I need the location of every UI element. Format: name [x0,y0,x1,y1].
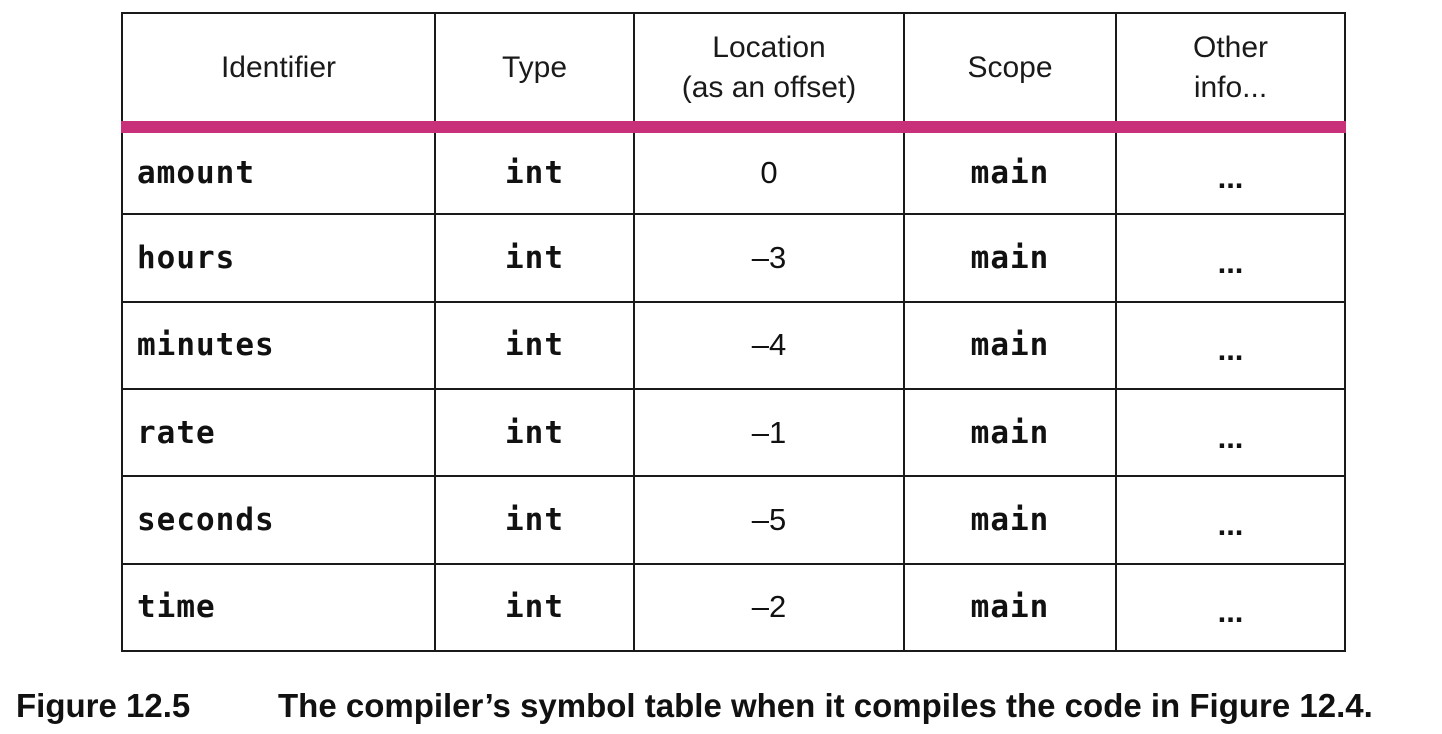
symbol-table: Identifier Type Location (as an offset) … [121,12,1346,653]
location-cell: 0 [633,125,905,216]
type-cell: int [434,300,635,390]
header-scope: Scope [903,12,1117,133]
table-row: time int –2 main ... [121,562,1346,653]
header-type: Type [434,12,635,133]
identifier-cell: rate [121,387,436,478]
scope-cell: main [903,562,1117,653]
scope-cell: main [903,387,1117,478]
other-info-cell: ... [1115,475,1346,565]
identifier-cell: minutes [121,300,436,390]
table-row: amount int 0 main ... [121,125,1346,216]
scope-cell: main [903,213,1117,303]
scope-cell: main [903,475,1117,565]
type-cell: int [434,562,635,653]
identifier-cell: time [121,562,436,653]
figure-caption: Figure 12.5 The compiler’s symbol table w… [16,684,1426,728]
table-row: rate int –1 main ... [121,387,1346,478]
type-cell: int [434,475,635,565]
header-location: Location (as an offset) [633,12,905,133]
location-cell: –4 [633,300,905,390]
identifier-cell: amount [121,125,436,216]
location-cell: –3 [633,213,905,303]
scope-cell: main [903,125,1117,216]
type-cell: int [434,387,635,478]
type-cell: int [434,125,635,216]
location-cell: –5 [633,475,905,565]
symbol-table-container: Identifier Type Location (as an offset) … [121,12,1346,653]
figure-label: Figure 12.5 [16,687,191,724]
identifier-cell: hours [121,213,436,303]
figure-caption-text: The compiler’s symbol table when it comp… [278,687,1373,724]
header-identifier: Identifier [121,12,436,133]
other-info-cell: ... [1115,387,1346,478]
header-other-info: Other info... [1115,12,1346,133]
location-cell: –2 [633,562,905,653]
identifier-cell: seconds [121,475,436,565]
other-info-cell: ... [1115,125,1346,216]
table-row: seconds int –5 main ... [121,475,1346,565]
table-row: hours int –3 main ... [121,213,1346,303]
table-header-row: Identifier Type Location (as an offset) … [121,12,1346,133]
scope-cell: main [903,300,1117,390]
other-info-cell: ... [1115,562,1346,653]
table-row: minutes int –4 main ... [121,300,1346,390]
other-info-cell: ... [1115,213,1346,303]
type-cell: int [434,213,635,303]
location-cell: –1 [633,387,905,478]
other-info-cell: ... [1115,300,1346,390]
